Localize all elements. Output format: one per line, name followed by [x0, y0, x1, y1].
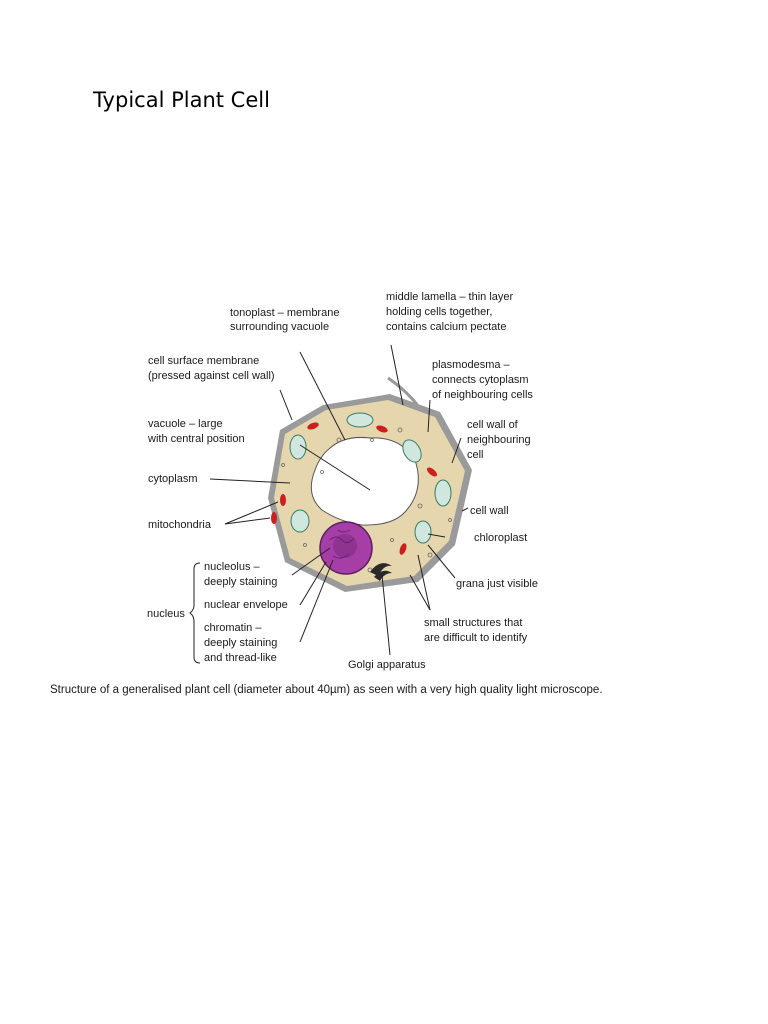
- label-vacuole: vacuole – large with central position: [147, 418, 245, 445]
- label-middle-lamella: middle lamella – thin layer holding cell…: [386, 291, 516, 333]
- label-cytoplasm: cytoplasm: [148, 473, 198, 485]
- label-golgi: Golgi apparatus: [348, 659, 426, 671]
- label-chromatin: chromatin – deeply staining and thread-l…: [204, 622, 280, 664]
- label-cell-wall: cell wall: [470, 505, 509, 517]
- label-plasmodesma: plasmodesma – connects cytoplasm of neig…: [432, 359, 533, 401]
- nucleus: [319, 521, 373, 575]
- chloroplasts: [289, 412, 452, 544]
- label-mitochondria: mitochondria: [148, 519, 212, 531]
- nucleus-bracket: [189, 562, 201, 664]
- label-nucleus: nucleus: [147, 608, 185, 620]
- label-nuclear-envelope: nuclear envelope: [204, 599, 288, 611]
- label-nucleolus: nucleolus – deeply staining: [204, 561, 277, 588]
- label-small-structures: small structures that are difficult to i…: [424, 617, 528, 644]
- label-cell-surface-membrane: cell surface membrane (pressed against c…: [148, 355, 275, 382]
- figure-caption: Structure of a generalised plant cell (d…: [50, 684, 603, 696]
- mitochondria: [271, 422, 437, 555]
- leader-lines: [209, 344, 469, 656]
- vacuole: [310, 437, 419, 526]
- page-title: Typical Plant Cell: [93, 88, 270, 112]
- label-grana: grana just visible: [456, 578, 538, 590]
- label-chloroplast: chloroplast: [474, 532, 527, 544]
- label-cell-wall-neighbouring: cell wall of neighbouring cell: [467, 419, 534, 461]
- label-tonoplast: tonoplast – membrane surrounding vacuole: [230, 307, 343, 333]
- golgi-apparatus: [370, 563, 392, 581]
